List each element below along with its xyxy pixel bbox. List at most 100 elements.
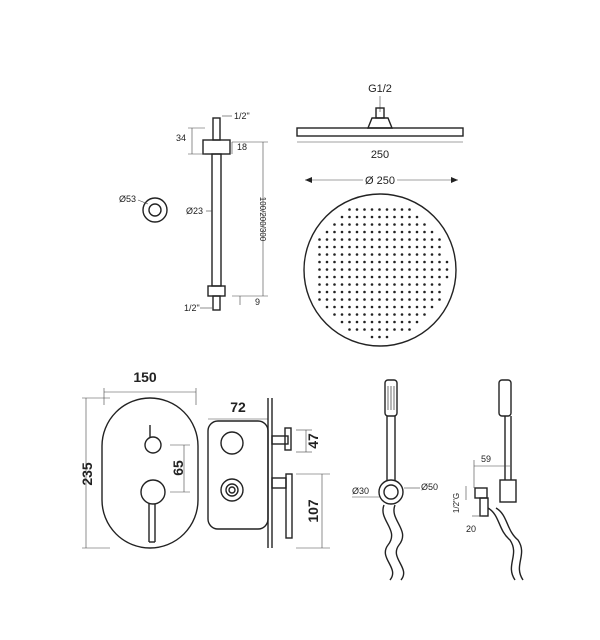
arm-bottom-thread (212, 295, 221, 311)
shower-head-drawing: G1/2 250 Ø 250 (296, 83, 464, 347)
nozzle-dot (370, 245, 374, 249)
nozzle-dot (370, 290, 374, 294)
nozzle-dot (385, 260, 389, 264)
nozzle-dot (423, 290, 426, 294)
nozzle-dot (415, 245, 419, 249)
nozzle-dot (348, 215, 351, 219)
nozzle-dot (340, 230, 344, 234)
nozzle-dot (370, 298, 374, 301)
nozzle-dot (348, 305, 351, 309)
nozzle-dot (378, 245, 381, 249)
head-swivel (366, 117, 394, 129)
nozzle-dot (378, 313, 381, 316)
nozzle-dot (430, 298, 434, 301)
nozzle-dot (393, 260, 396, 264)
mixer-knob (140, 479, 166, 505)
nozzle-dot (415, 298, 419, 301)
nozzle-dot (355, 298, 359, 301)
nozzle-dot (385, 208, 389, 211)
nozzle-dot (393, 245, 396, 249)
nozzle-dot (340, 320, 344, 324)
nozzle-dot (325, 268, 329, 271)
nozzle-dot (325, 283, 329, 286)
nozzle-dot (355, 223, 359, 226)
nozzle-dot (355, 208, 359, 211)
flange-diameter-label: Ø53 (119, 194, 136, 204)
nozzle-dot (393, 268, 396, 271)
nozzle-dot (393, 283, 396, 286)
arm-top-thread-label: 1/2" (234, 111, 250, 121)
nozzle-dot (393, 215, 396, 219)
nozzle-dot (370, 253, 374, 256)
arm-bottom-thread-label: 1/2" (184, 303, 200, 313)
arm-tube (211, 153, 222, 287)
nozzle-dot (340, 223, 344, 226)
nozzle-dot (318, 298, 321, 301)
arm-length-options-label: 100/200/300 (258, 197, 267, 242)
nozzle-dot (363, 208, 366, 211)
box-height-label: 107 (305, 499, 321, 523)
nozzle-dot (348, 268, 351, 271)
nozzle-dot (355, 328, 359, 331)
nozzle-dot (333, 275, 336, 279)
nozzle-dot (363, 215, 366, 219)
nozzle-dot (400, 245, 404, 249)
nozzle-dot (438, 268, 441, 271)
outlet-elbow (474, 487, 488, 499)
nozzle-dot (378, 215, 381, 219)
nozzle-dot (400, 260, 404, 264)
nozzle-dot (370, 320, 374, 324)
nozzle-dot (355, 260, 359, 264)
head-nozzle-grid (318, 208, 449, 339)
nozzle-dot (333, 268, 336, 271)
nozzle-dot (438, 238, 441, 241)
nozzle-dot (340, 305, 344, 309)
handset-side-head (498, 379, 512, 417)
nozzle-dot (385, 253, 389, 256)
nozzle-dot (340, 275, 344, 279)
nozzle-dot (340, 268, 344, 271)
nozzle-dot (415, 253, 419, 256)
nozzle-dot (363, 268, 366, 271)
nozzle-dot (363, 328, 366, 331)
nozzle-dot (408, 313, 411, 316)
nozzle-dot (378, 335, 381, 339)
nozzle-dot (400, 253, 404, 256)
nozzle-dot (333, 245, 336, 249)
nozzle-dot (423, 305, 426, 309)
tube-diameter-label: Ø23 (186, 206, 203, 216)
nozzle-dot (400, 238, 404, 241)
nozzle-dot (430, 268, 434, 271)
mixer-valve-drawing: 150 235 65 72 47 (79, 369, 330, 549)
handset-head (384, 379, 398, 417)
nozzle-dot (445, 268, 449, 271)
nozzle-dot (385, 283, 389, 286)
nozzle-dot (400, 275, 404, 279)
head-side-profile (296, 127, 464, 137)
nozzle-dot (393, 230, 396, 234)
nozzle-dot (430, 230, 434, 234)
nozzle-dot (378, 268, 381, 271)
nozzle-dot (378, 290, 381, 294)
nozzle-dot (355, 305, 359, 309)
nozzle-dot (370, 230, 374, 234)
nozzle-dot (430, 275, 434, 279)
nozzle-dot (423, 253, 426, 256)
nozzle-dot (325, 275, 329, 279)
nozzle-dot (325, 260, 329, 264)
nozzle-dot (393, 238, 396, 241)
nozzle-dot (333, 253, 336, 256)
nozzle-dot (438, 298, 441, 301)
nozzle-dot (363, 230, 366, 234)
nozzle-dot (393, 223, 396, 226)
arm-flange-inner (148, 203, 162, 217)
nozzle-dot (370, 223, 374, 226)
head-face (303, 193, 457, 347)
nozzle-dot (423, 268, 426, 271)
nozzle-dot (385, 230, 389, 234)
nozzle-dot (400, 268, 404, 271)
valve-width-label: 150 (133, 369, 157, 385)
nozzle-dot (378, 275, 381, 279)
nozzle-dot (348, 260, 351, 264)
